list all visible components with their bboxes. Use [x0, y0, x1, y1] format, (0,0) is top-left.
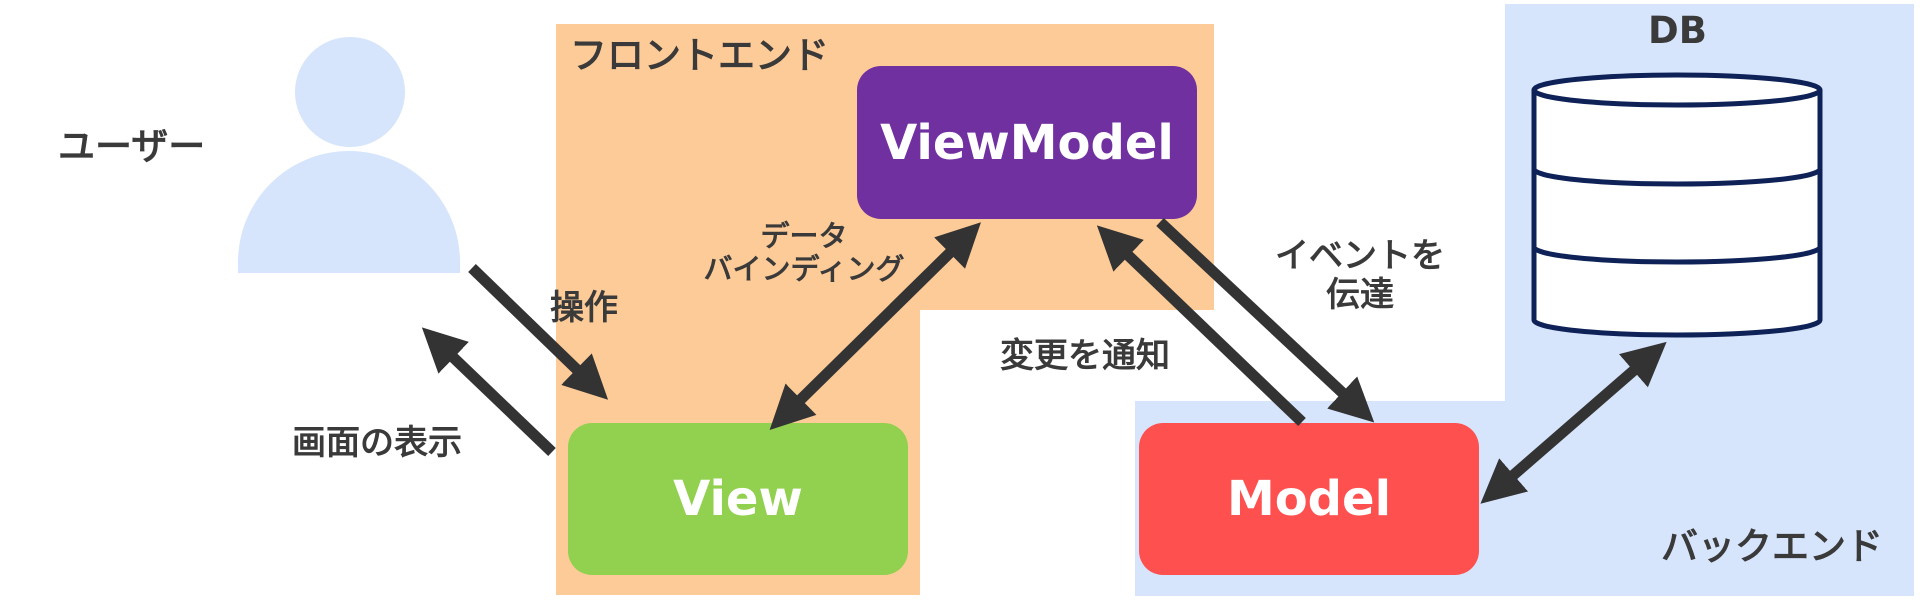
operation-label: 操作: [550, 288, 618, 328]
view-box: View: [568, 423, 908, 575]
viewmodel-label: ViewModel: [880, 114, 1174, 171]
viewmodel-box: ViewModel: [857, 66, 1197, 219]
event-label: イベントを 伝達: [1255, 236, 1465, 316]
event-line1: イベントを: [1275, 236, 1445, 276]
model-box: Model: [1139, 423, 1479, 575]
model-label: Model: [1226, 471, 1392, 527]
display-label: 画面の表示: [292, 423, 462, 463]
view-label: View: [673, 471, 803, 527]
data-binding-line2: バインディング: [703, 252, 905, 287]
change-notify-label: 変更を通知: [1000, 336, 1170, 376]
event-line2: 伝達: [1326, 275, 1394, 316]
backend-label: バックエンド: [1661, 525, 1883, 568]
db-label: DB: [1648, 9, 1707, 52]
data-binding-line1: データ: [760, 219, 848, 253]
user-label: ユーザー: [58, 125, 206, 168]
frontend-label: フロントエンド: [570, 34, 829, 77]
data-binding-label: データ バインディング: [694, 219, 914, 287]
backend-region: [1505, 4, 1914, 596]
